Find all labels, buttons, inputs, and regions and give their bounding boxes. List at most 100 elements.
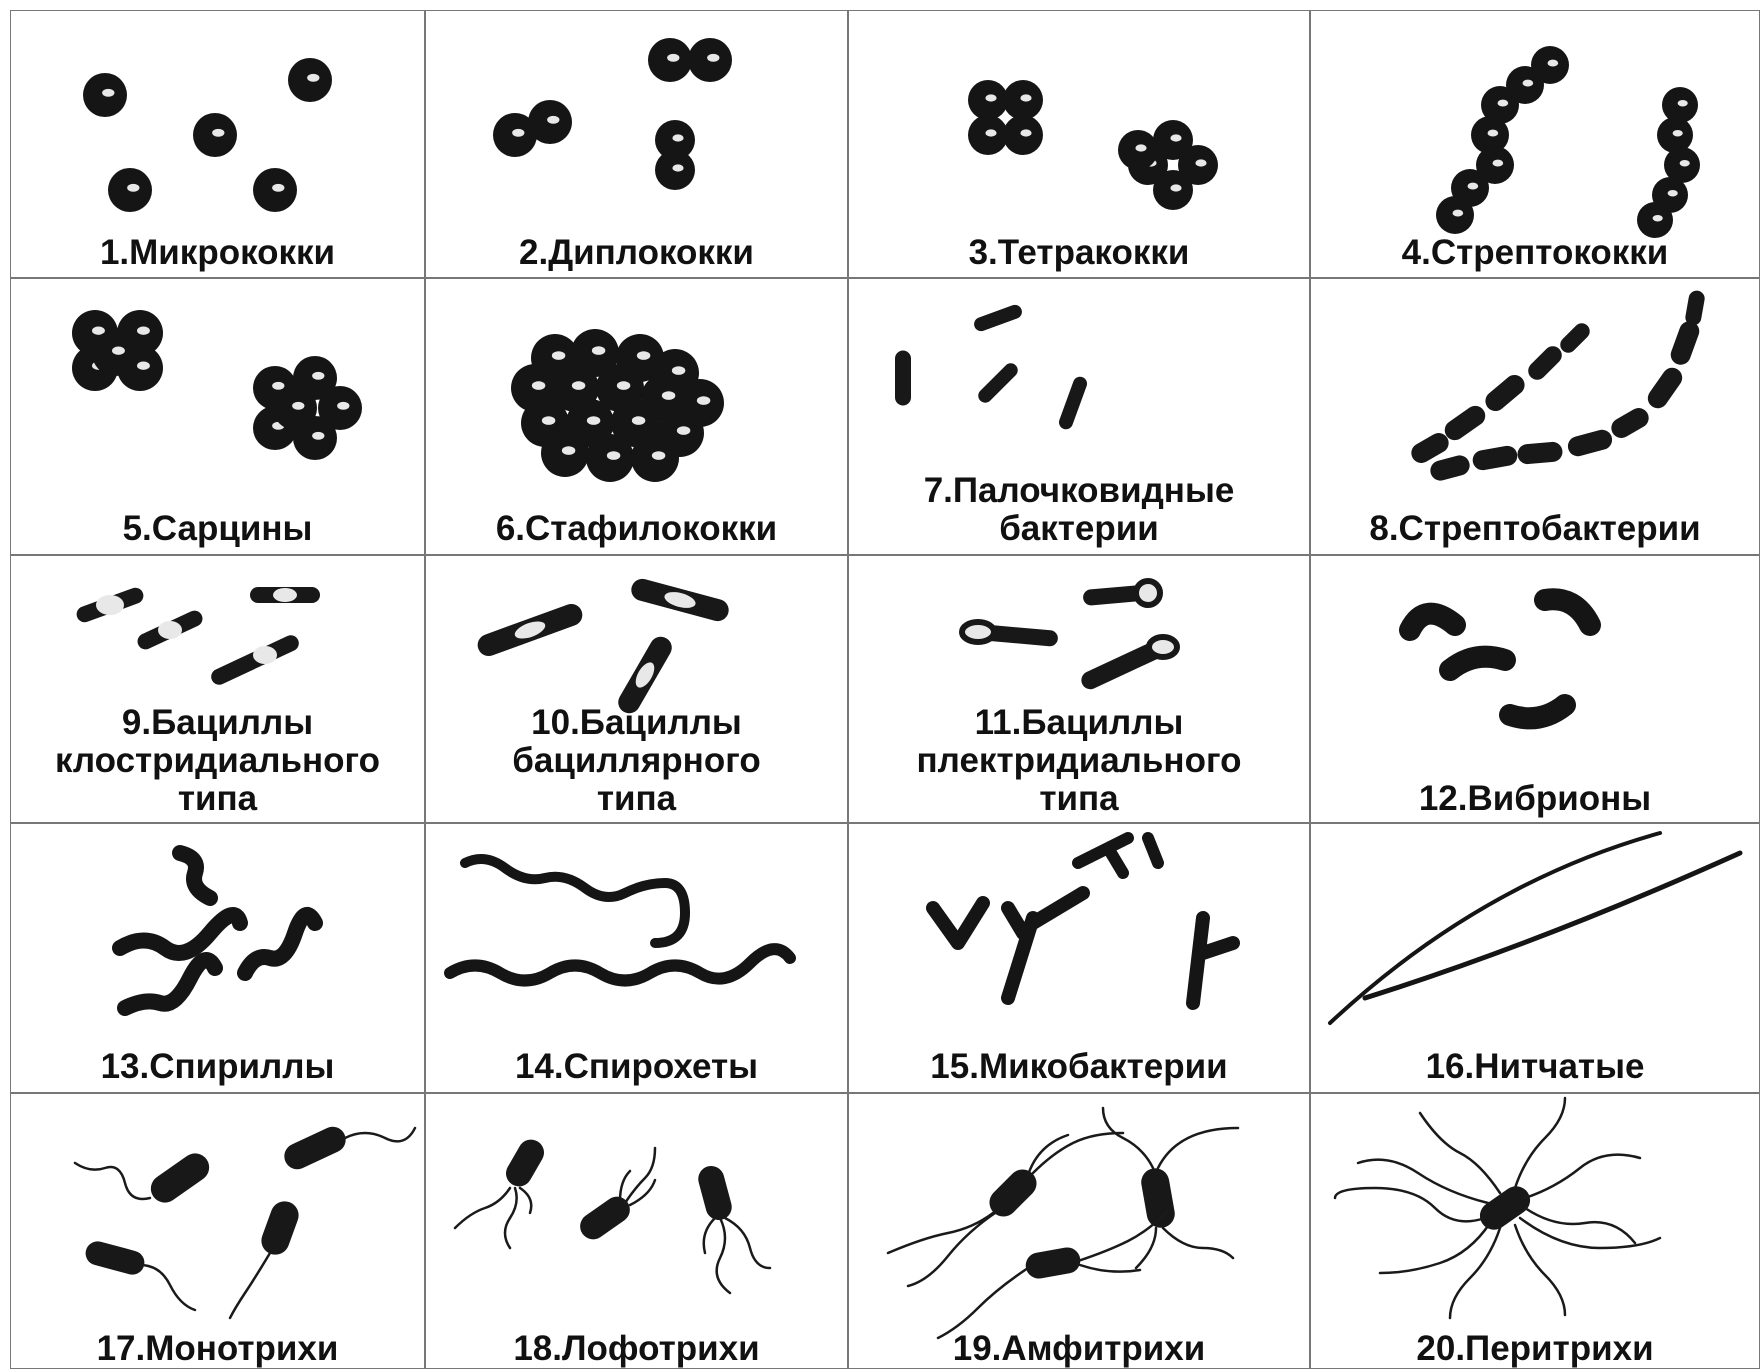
rod-cell [280, 1122, 350, 1173]
spore [1136, 581, 1160, 605]
coccus-highlight [1668, 190, 1678, 196]
vibrio-cell [1545, 599, 1590, 625]
coccus-highlight [1680, 160, 1690, 166]
amphitrichous-illustration [888, 1108, 1238, 1338]
coccus-highlight [1468, 183, 1479, 190]
cell-10-label: 10.Бациллыбациллярноготипа [512, 703, 760, 818]
cell-19: 19.Амфитрихи [888, 1108, 1238, 1368]
flagellum [1335, 1188, 1485, 1221]
label-line: 19.Амфитрихи [953, 1329, 1206, 1368]
flagellum [1525, 1208, 1635, 1243]
flagellum [1358, 1160, 1488, 1203]
cell-8-label: 8.Стрептобактерии [1369, 509, 1700, 548]
rod-cell [1608, 404, 1653, 441]
mycobacterium-cell [1193, 918, 1233, 1003]
coccus-highlight [512, 129, 524, 137]
cell-1: 1.Микрококки [83, 58, 335, 272]
peritrichous-illustration [1335, 1098, 1660, 1318]
cocci-tetrads-illustration [968, 80, 1218, 210]
spirillum-cell [245, 915, 315, 973]
coccus-highlight [1135, 144, 1146, 151]
label-line: 9.Бациллы [122, 703, 313, 742]
label-line: 16.Нитчатые [1426, 1047, 1645, 1086]
coccus-highlight [272, 382, 284, 390]
coccus-highlight [137, 362, 150, 370]
coccus-highlight [212, 129, 224, 137]
spirillum-cell [125, 960, 215, 1008]
rod-cell [1644, 364, 1686, 412]
label-line: 7.Палочковидные [924, 471, 1235, 510]
rod-cell [1057, 375, 1089, 431]
label-line: 3.Тетракокки [969, 233, 1190, 272]
coccus-highlight [1548, 60, 1559, 67]
cell-16-label: 16.Нитчатые [1426, 1047, 1645, 1086]
cell-17-label: 17.Монотрихи [97, 1329, 339, 1368]
cell-2: 2.Диплококки [493, 38, 754, 272]
rod-cell [209, 633, 302, 688]
rod-cell [972, 303, 1024, 333]
label-line: 18.Лофотрихи [513, 1329, 759, 1368]
coccus-highlight [102, 89, 114, 97]
spore [1149, 637, 1177, 657]
label-line: типа [1039, 779, 1119, 818]
cell-16: 16.Нитчатые [1330, 833, 1740, 1086]
coccus-highlight [1678, 100, 1688, 106]
coccus-highlight [562, 446, 575, 455]
spirochete-cell [465, 859, 685, 943]
cell-3: 3.Тетракокки [968, 80, 1218, 272]
label-line: бациллярного [512, 741, 760, 780]
label-line: 20.Перитрихи [1416, 1329, 1653, 1368]
vibrio-cell [1450, 657, 1505, 670]
flagellum [1380, 1223, 1490, 1273]
rod-cell [1517, 441, 1564, 465]
coccus-highlight [662, 391, 675, 400]
coccus-highlight [707, 54, 719, 62]
vibrio-cell [1410, 614, 1455, 630]
cell-5-label: 5.Сарцины [123, 509, 313, 548]
coccus-highlight [272, 184, 284, 192]
rod-cell [83, 1239, 147, 1278]
coccus-highlight [1170, 134, 1181, 141]
flagellum [455, 1188, 531, 1248]
cocci-pairs-illustration [493, 38, 732, 190]
cocci-cluster-illustration [511, 329, 724, 482]
coccus-highlight [985, 94, 996, 101]
label-line: 2.Диплококки [519, 233, 754, 272]
cell-9-label: 9.Бациллыклостридиальноготипа [55, 703, 380, 818]
spore [962, 622, 994, 642]
spore [273, 588, 297, 602]
cell-13: 13.Спириллы [101, 853, 335, 1086]
coccus-highlight [607, 451, 620, 460]
coccus-highlight [127, 184, 139, 192]
lophotrichous-illustration [455, 1135, 770, 1293]
rod-cell [1524, 342, 1565, 383]
coccus-highlight [542, 416, 555, 425]
flagellum [230, 1253, 270, 1318]
spore [96, 595, 124, 615]
cell-1-label: 1.Микрококки [100, 233, 335, 272]
cell-15-label: 15.Микобактерии [930, 1047, 1227, 1086]
coccus-highlight [1020, 129, 1031, 136]
coccus-highlight [1488, 130, 1499, 137]
spore [253, 646, 277, 664]
mycobacterium-cell [933, 903, 983, 943]
cell-14-label: 14.Спирохеты [515, 1047, 758, 1086]
coccus-highlight [592, 346, 605, 355]
label-line: 8.Стрептобактерии [1369, 509, 1700, 548]
coccus-highlight [312, 432, 324, 440]
coccus-highlight [1493, 160, 1504, 167]
coccus-highlight [632, 416, 645, 425]
rod-cell [501, 1135, 549, 1191]
rod-cell [895, 351, 911, 406]
spore [158, 621, 182, 639]
rod-cell [1471, 444, 1519, 472]
bacilli-clostridial-illustration [74, 586, 320, 688]
rod-cell [975, 360, 1020, 405]
cell-17: 17.Монотрихи [75, 1122, 415, 1368]
cell-20: 20.Перитрихи [1335, 1098, 1660, 1368]
coccus-highlight [1523, 80, 1534, 87]
label-line: 11.Бациллы [975, 703, 1184, 742]
cell-18: 18.Лофотрихи [455, 1135, 770, 1368]
